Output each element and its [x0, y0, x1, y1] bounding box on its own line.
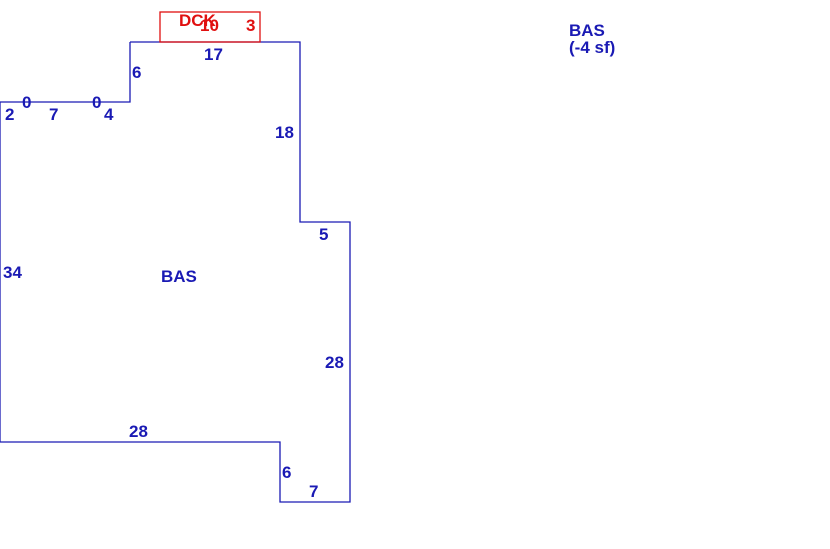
dck-dim-length: 10 [200, 16, 219, 35]
dim-corner: 2 [5, 105, 14, 124]
dim-zero-left: 0 [22, 93, 31, 112]
dim-top-edge: 17 [204, 45, 223, 64]
dim-short-edge: 4 [104, 105, 114, 124]
dim-right-step: 5 [319, 225, 328, 244]
dck-outline [159, 11, 261, 43]
side-note-label: BAS [569, 21, 605, 40]
dck-area-label: DCK [179, 11, 217, 30]
dim-bottom-step: 6 [282, 463, 291, 482]
dim-bottom-short: 7 [309, 482, 318, 501]
dim-left-edge: 34 [3, 263, 22, 282]
dim-bottom-edge: 28 [129, 422, 148, 441]
dim-upper-left-edge: 7 [49, 105, 58, 124]
dim-right-upper: 18 [275, 123, 294, 142]
dim-right-lower: 28 [325, 353, 344, 372]
dim-left-step: 6 [132, 63, 141, 82]
side-note-area: (-4 sf) [569, 38, 615, 57]
bas-area-label: BAS [161, 267, 197, 286]
dck-dim-width: 3 [246, 16, 255, 35]
dim-zero-right: 0 [92, 93, 101, 112]
bas-outline [0, 41, 351, 503]
